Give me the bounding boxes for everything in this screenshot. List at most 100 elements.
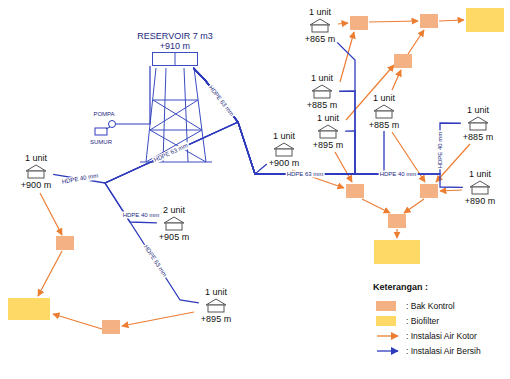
- house-roof: [374, 105, 394, 111]
- clean-water-pipe: [193, 68, 384, 174]
- clean-water-pipe: [193, 68, 462, 187]
- pipe-label: HDPE 63 mm: [286, 171, 325, 178]
- tower-leg: [163, 68, 166, 162]
- legend-swatch: [376, 301, 396, 311]
- unit-count: 2 unit: [159, 205, 189, 215]
- well-pipe: [106, 127, 110, 129]
- tower-brace: [150, 100, 198, 130]
- house-icon: [273, 142, 295, 157]
- unit-count: 1 unit: [307, 73, 337, 83]
- house-node: 1 unit +900 m: [19, 152, 53, 191]
- tower-brace: [153, 100, 202, 130]
- house-roof: [468, 117, 488, 123]
- sewage-arrow: [335, 152, 352, 182]
- riser-pipe: [116, 66, 150, 124]
- sewage-arrow: [40, 193, 62, 235]
- control-box: [102, 320, 120, 334]
- sewage-arrow: [392, 70, 401, 90]
- house-icon: [373, 104, 395, 119]
- house-icon: [467, 116, 489, 131]
- house-node: 1 unit +885 m: [305, 72, 339, 111]
- legend-text: : Instalasi Air Bersih: [406, 345, 481, 357]
- house-roof: [274, 143, 294, 149]
- tower-leg: [194, 68, 206, 162]
- sewage-arrow: [440, 190, 462, 191]
- tower-leg: [146, 68, 156, 162]
- clean-water-pipe: [193, 68, 355, 174]
- control-box: [394, 54, 412, 68]
- pipe-label: POMPA: [92, 111, 115, 118]
- house-icon: [317, 124, 339, 139]
- pipe-label: HDPE 40 mm: [122, 212, 161, 219]
- legend-text: : Bak Kontrol: [406, 300, 455, 312]
- house-node: 1 unit+895 m: [311, 112, 345, 151]
- house-icon: [163, 216, 185, 231]
- pump-pipe: [95, 66, 150, 135]
- biofilter-box: [374, 240, 420, 264]
- legend-text: : Instalasi Air Kotor: [406, 330, 477, 342]
- house-roof: [310, 19, 330, 25]
- house-node: 1 unit+900 m: [267, 130, 301, 169]
- unit-count: 1 unit: [313, 113, 343, 123]
- unit-count: 1 unit: [269, 131, 299, 141]
- unit-count: 1 unit: [305, 7, 335, 17]
- control-box: [420, 14, 438, 28]
- house-roof: [470, 181, 490, 187]
- sewage-system: [8, 8, 504, 334]
- unit-count: 1 unit: [369, 93, 399, 103]
- sewage-arrow: [439, 20, 464, 21]
- control-box: [350, 16, 368, 30]
- pipe-label: SUMUR: [89, 139, 113, 146]
- elevation-label: +865 m: [305, 34, 335, 44]
- house-roof: [312, 85, 332, 91]
- elevation-label: +885 m: [369, 120, 399, 130]
- house-icon: [469, 180, 491, 195]
- elevation-label: +895 m: [201, 314, 231, 324]
- house-icon: [309, 18, 331, 33]
- sewage-arrow: [346, 65, 394, 120]
- biofilter-box: [466, 8, 504, 32]
- house-icon: [25, 164, 47, 179]
- house-icon: [205, 298, 227, 313]
- house-node: 1 unit+895 m: [199, 286, 233, 325]
- house-node: 1 unit+885 m: [461, 104, 495, 143]
- elevation-label: +910 m: [137, 41, 212, 51]
- sewage-arrow: [369, 21, 418, 22]
- unit-count: 1 unit: [21, 153, 51, 163]
- house-wall: [470, 123, 486, 130]
- legend-text: : Biofilter: [406, 315, 439, 327]
- elevation-label: +885 m: [307, 100, 337, 110]
- house-icon: [311, 84, 333, 99]
- legend-line: [377, 335, 398, 336]
- unit-count: 1 unit: [465, 169, 495, 179]
- sewage-arrow: [38, 251, 62, 296]
- elevation-label: +900 m: [21, 180, 51, 190]
- house-wall: [320, 131, 336, 138]
- house-node: 1 unit +885 m: [367, 92, 401, 131]
- tower-brace: [150, 130, 202, 131]
- reservoir-title: RESERVOIR 7 m3: [137, 31, 212, 41]
- clean-water-pipe: [193, 68, 460, 174]
- biofilter-box: [8, 298, 50, 320]
- tank-pipe: [174, 52, 175, 65]
- control-box: [56, 236, 74, 250]
- control-box: [420, 184, 438, 198]
- sewage-arrow: [338, 23, 348, 24]
- sewage-arrow: [396, 229, 397, 238]
- reservoir-node: RESERVOIR 7 m3+910 m: [135, 30, 214, 68]
- legend-line: [377, 350, 398, 351]
- house-wall: [376, 111, 392, 118]
- sewage-arrow: [408, 30, 424, 54]
- house-wall: [208, 305, 224, 312]
- control-box: [346, 184, 364, 198]
- house-node: 2 unit+905 m: [157, 204, 191, 243]
- sewage-arrow: [362, 199, 390, 213]
- house-wall: [276, 149, 292, 156]
- house-roof: [164, 217, 184, 223]
- house-node: 1 unit +865 m: [303, 6, 337, 45]
- house-roof: [206, 299, 226, 305]
- pipe-label: HDPE 40 mm: [379, 171, 418, 178]
- house-roof: [26, 165, 46, 171]
- pipe-label: HDPE 63 mm: [152, 142, 190, 164]
